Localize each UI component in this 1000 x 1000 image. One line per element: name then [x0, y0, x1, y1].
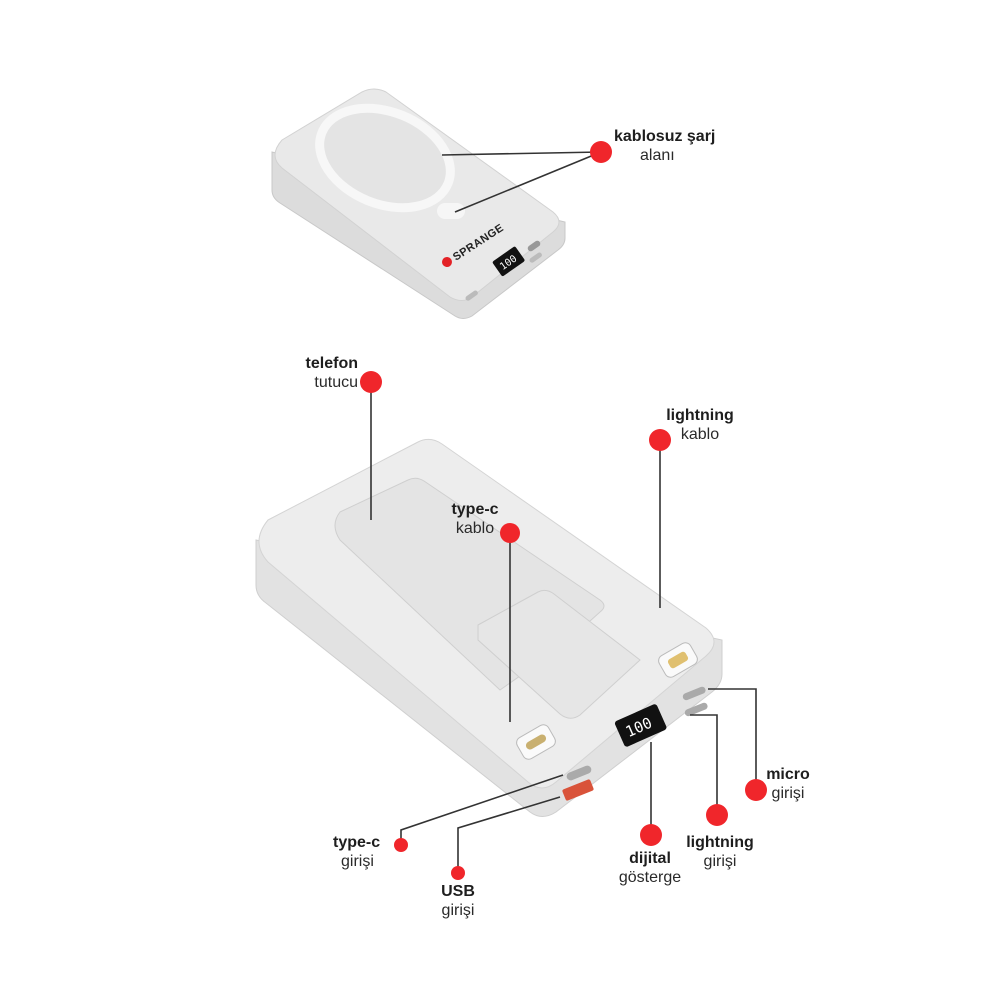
callout-dots — [360, 141, 767, 880]
callout-title: USB — [441, 883, 475, 900]
leader-line-wireless-ring — [441, 151, 602, 156]
callout-dot-digital-display — [640, 824, 662, 846]
callout-digital-display: dijital gösterge — [600, 849, 700, 887]
leader-lines — [370, 151, 757, 873]
callout-lightning-input: lightning girişi — [675, 833, 765, 871]
callout-title: type-c — [451, 501, 499, 518]
lightning-cable-connector — [658, 642, 698, 678]
usb-input-port — [562, 779, 594, 801]
callout-dot-usb-input — [451, 866, 465, 880]
callout-lightning-cable: lightning kablo — [655, 406, 745, 444]
callout-title: telefon — [305, 355, 358, 372]
callout-wireless-charging: kablosuz şarj alanı — [614, 127, 715, 165]
top-port — [529, 252, 542, 263]
top-usb-port — [527, 240, 541, 252]
callout-dot-phone-holder — [360, 371, 382, 393]
callout-dot-micro-input — [745, 779, 767, 801]
bottom-digital-display: 100 — [614, 704, 667, 747]
callout-type-c-cable: type-c kablo — [430, 500, 520, 538]
type-c-input-port — [566, 765, 592, 781]
callout-title: micro — [766, 766, 810, 783]
callout-subtitle: girişi — [441, 902, 475, 919]
callout-subtitle: girişi — [341, 853, 374, 870]
bottom-power-bank: 100 — [255, 438, 723, 817]
callout-dot-type-c-cable — [500, 523, 520, 543]
callout-phone-holder: telefon tutucu — [280, 354, 358, 392]
callout-subtitle: gösterge — [618, 869, 682, 886]
callout-title: lightning — [686, 834, 754, 851]
type-c-cable-connector — [516, 724, 556, 760]
callout-dot-type-c-input — [394, 838, 408, 852]
callout-type-c-input: type-c girişi — [333, 833, 393, 871]
callout-dot-lightning-input — [706, 804, 728, 826]
wireless-charging-ring — [315, 103, 455, 213]
callout-micro-input: micro girişi — [758, 765, 818, 803]
callout-dot-lightning-cable — [649, 429, 671, 451]
callout-subtitle: girişi — [703, 853, 737, 870]
callout-title: kablosuz şarj — [614, 128, 716, 145]
callout-title: type-c — [333, 834, 381, 851]
indicator-pill — [437, 203, 465, 219]
top-power-bank: SPRANGE 100 — [271, 88, 566, 319]
callout-dot-wireless — [590, 141, 612, 163]
lightning-input-port — [684, 702, 708, 717]
callout-subtitle: tutucu — [314, 374, 358, 391]
callout-title: lightning — [666, 407, 734, 424]
leader-line-micro-input — [708, 688, 757, 790]
holder-lower-plate — [477, 589, 641, 719]
top-digital-display: 100 — [492, 246, 525, 276]
callout-subtitle: kablo — [455, 520, 495, 537]
callout-title: dijital — [629, 850, 671, 867]
leader-line-wireless-pill — [454, 151, 602, 213]
micro-input-port — [682, 686, 706, 701]
top-port — [465, 290, 478, 301]
callout-subtitle: girişi — [771, 785, 805, 802]
callout-subtitle: alanı — [640, 147, 675, 164]
callout-subtitle: kablo — [680, 426, 720, 443]
callout-usb-input: USB girişi — [423, 882, 493, 920]
leader-line-lightning-input — [690, 714, 718, 815]
leader-line-usb-input — [457, 796, 561, 873]
